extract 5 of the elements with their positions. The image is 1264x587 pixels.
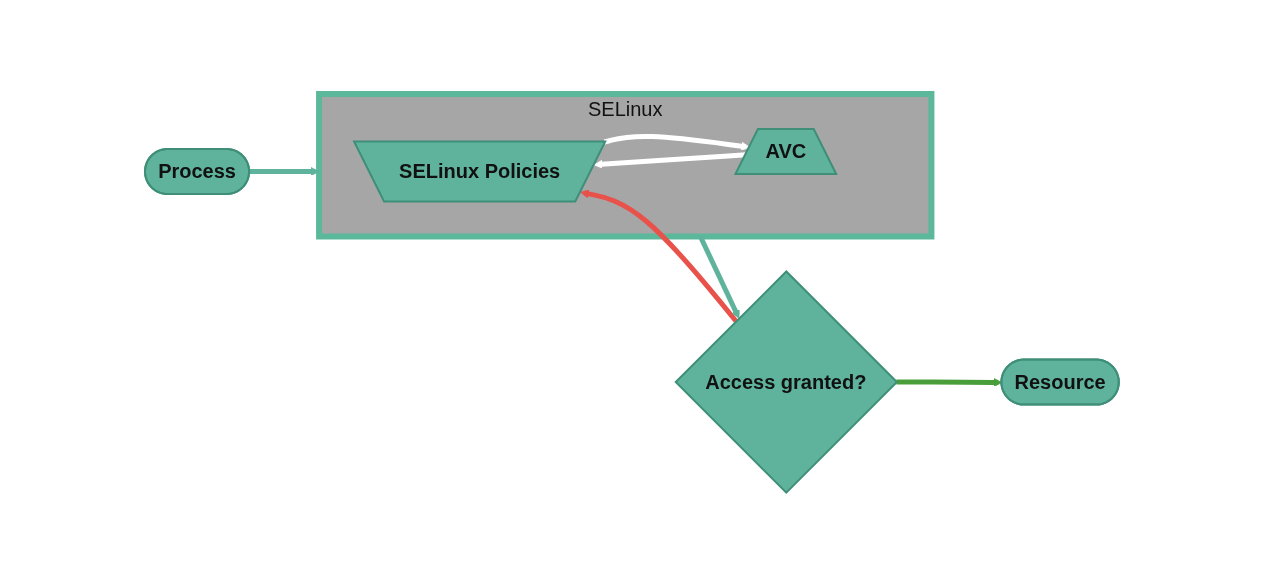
node-diamond: Access granted? — [674, 270, 899, 495]
arrow — [603, 134, 751, 151]
arrow — [594, 152, 747, 169]
arrow — [249, 167, 320, 177]
arrow — [580, 189, 739, 323]
